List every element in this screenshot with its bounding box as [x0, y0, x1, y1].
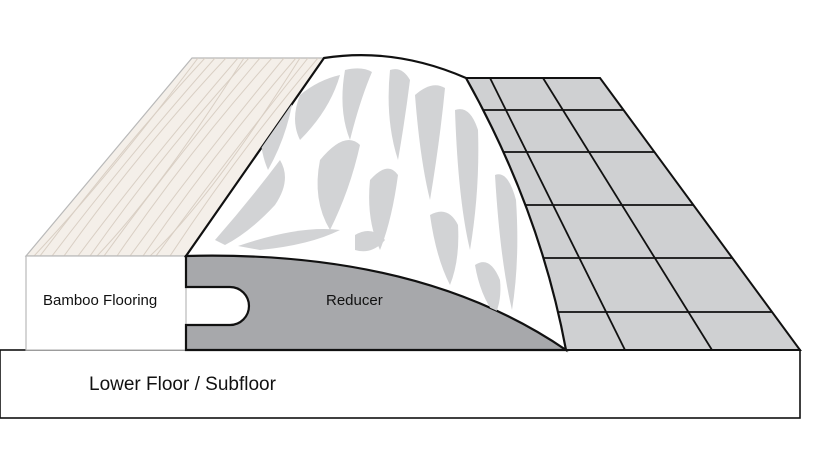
bamboo-front-face	[25, 255, 187, 351]
subfloor-slab	[0, 349, 801, 419]
subfloor-label: Lower Floor / Subfloor	[89, 374, 277, 395]
subfloor: Lower Floor / Subfloor	[0, 349, 801, 419]
bamboo-grain	[33, 58, 319, 256]
reducer-wood-grain	[215, 68, 518, 315]
bamboo-flooring: Bamboo Flooring	[24, 57, 326, 351]
reducer-label: Reducer	[326, 292, 383, 309]
bamboo-label: Bamboo Flooring	[43, 292, 157, 309]
reducer-molding: Reducer	[183, 54, 570, 353]
